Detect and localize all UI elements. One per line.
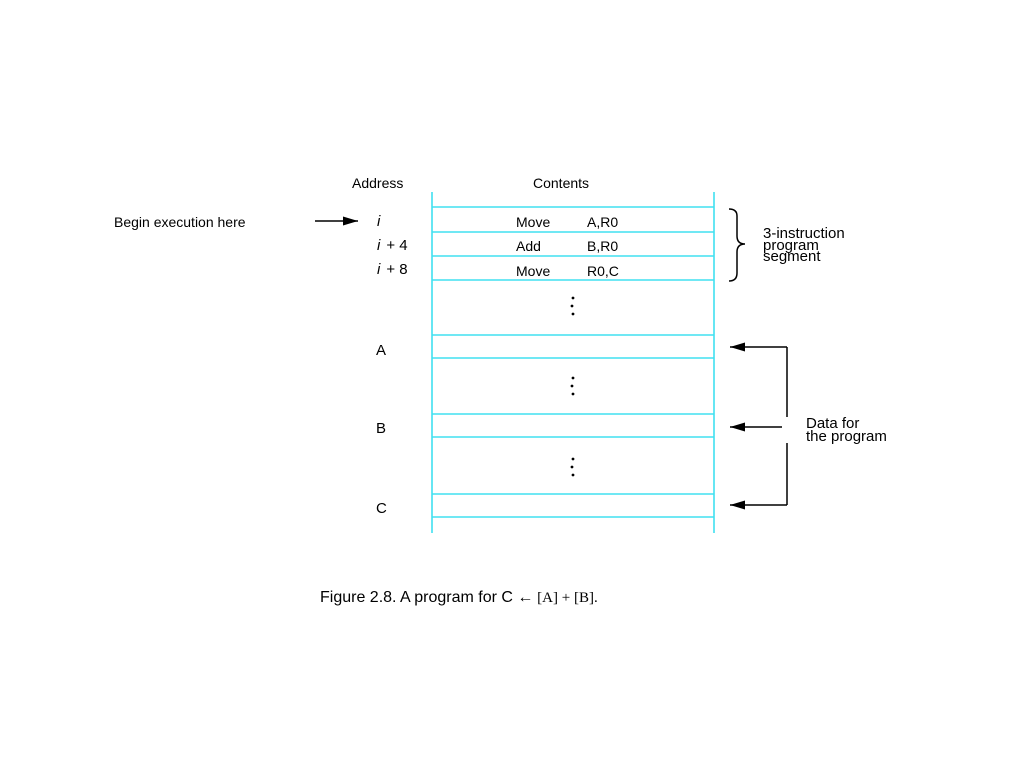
ellipsis-dot (571, 392, 575, 396)
ellipsis-dot (571, 296, 575, 300)
ellipsis-dot (570, 384, 574, 388)
instruction-args: A,R0 (587, 214, 618, 230)
ellipsis-dot (570, 465, 574, 469)
data-label: Data for the program (806, 415, 887, 445)
instruction-op: Add (516, 238, 541, 254)
svg-text:i+ 8: i + 8 (377, 261, 408, 278)
address-labels: i i + 4 i + 8 A B C (376, 213, 408, 517)
address-var: i (377, 213, 381, 230)
address-header: Address (352, 175, 403, 191)
instruction-args: R0,C (587, 263, 619, 279)
ellipsis-dots (570, 296, 575, 477)
instruction-args: B,R0 (587, 238, 618, 254)
address-offset: + 8 (386, 261, 407, 278)
ellipsis-dot (571, 473, 575, 477)
caption-arrow: ← (517, 589, 533, 606)
address-var: i (377, 261, 381, 278)
begin-execution-label: Begin execution here (114, 214, 246, 230)
segment-label-line: 3-instruction (763, 225, 845, 242)
segment-label-line: program (763, 237, 819, 254)
memory-block (431, 192, 715, 533)
ellipsis-dot (571, 376, 575, 380)
segment-label-line: segment (763, 248, 821, 265)
ellipsis-dot (571, 312, 575, 316)
address-a: A (376, 342, 386, 359)
data-label-bg (782, 417, 900, 443)
caption-main: Figure 2.8. A program for C (320, 589, 517, 606)
segment-brace (728, 208, 746, 282)
address-offset: + 4 (386, 237, 407, 254)
data-label-line: Data for (806, 415, 859, 432)
caption-formula: [A] + [B]. (533, 590, 597, 606)
instructions: Move A,R0 Add B,R0 Move R0,C (516, 214, 619, 279)
contents-header: Contents (533, 175, 589, 191)
ellipsis-dot (570, 304, 574, 308)
svg-text:i: i (377, 213, 381, 230)
segment-label: 3-instruction program segment (763, 225, 845, 265)
instruction-op: Move (516, 214, 550, 230)
data-bracket (730, 342, 788, 510)
address-b: B (376, 420, 386, 437)
figure-caption: Figure 2.8. A program for C ← [A] + [B]. (320, 589, 598, 606)
address-var: i (377, 237, 381, 254)
instruction-op: Move (516, 263, 550, 279)
ellipsis-dot (571, 457, 575, 461)
address-c: C (376, 500, 387, 517)
data-label-line: the program (806, 428, 887, 445)
svg-text:i+ 4: i + 4 (377, 237, 408, 254)
